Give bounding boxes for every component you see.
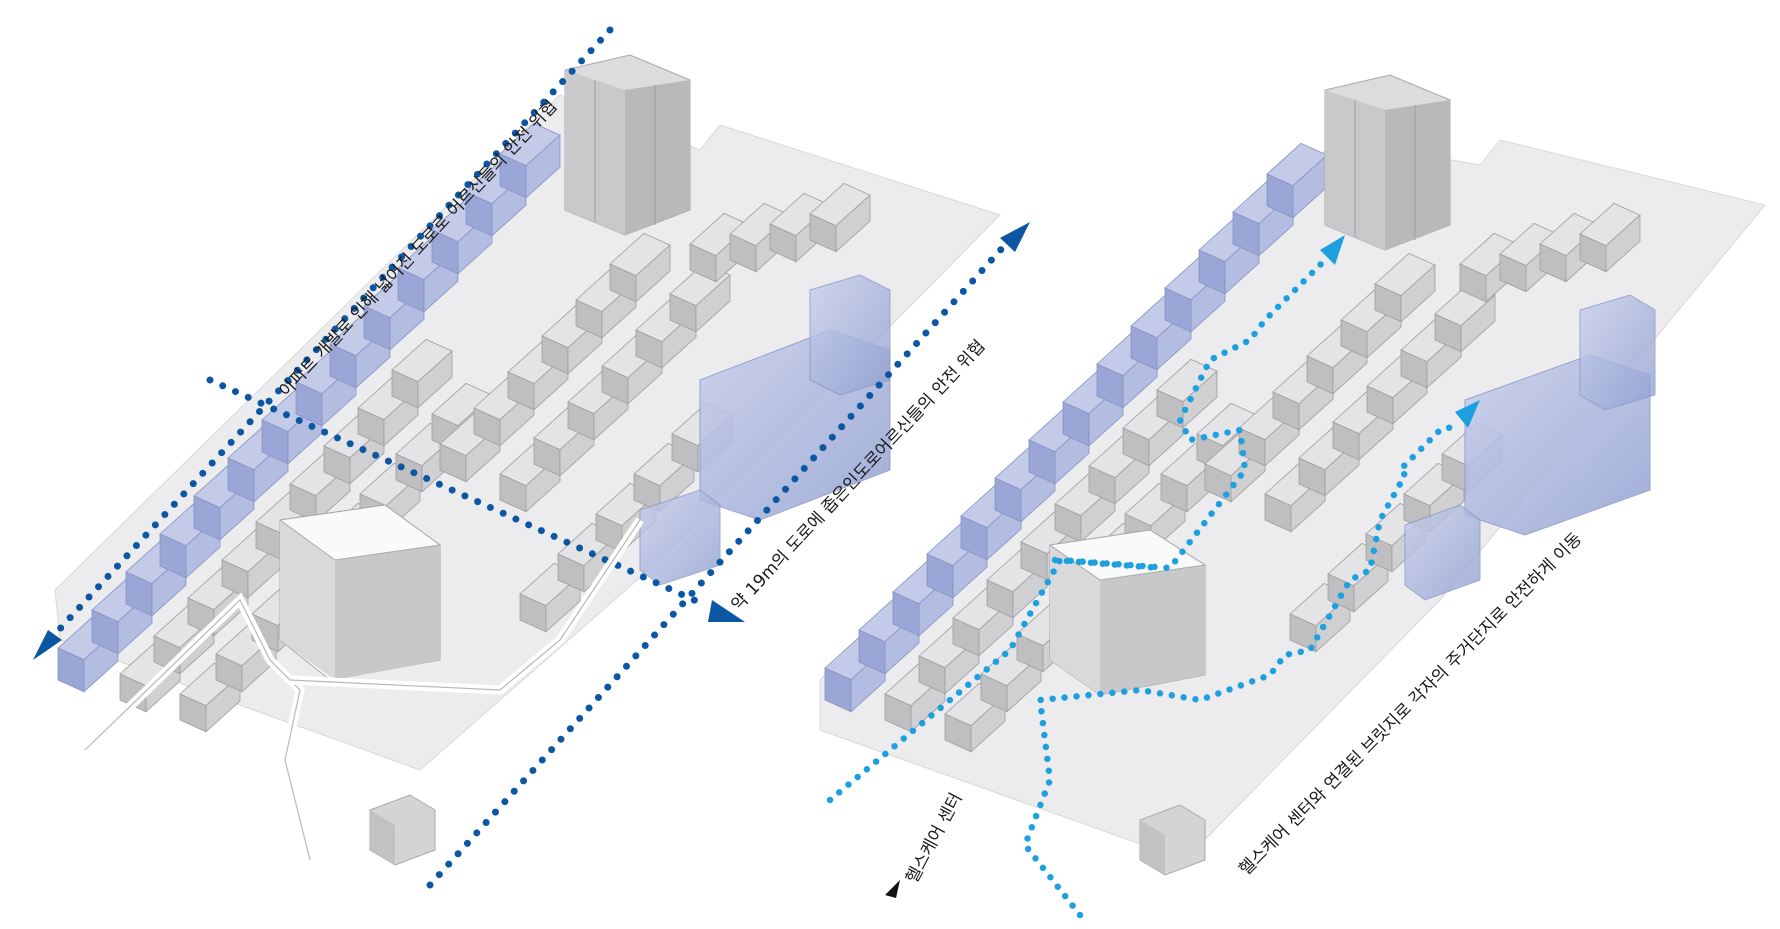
left-top-dotted-path [41,26,614,649]
building [1156,358,1218,429]
right-tower [1324,74,1451,251]
building [391,338,453,409]
highlight-building [499,122,561,199]
arrow-up-icon [1320,235,1345,265]
left-small-building [369,794,436,866]
right-small-building [1139,804,1206,876]
arrow-left-icon [33,630,62,660]
arrow-up-icon [1455,400,1480,428]
left-right-blue-buildings [639,274,891,586]
arrow-right-icon [708,600,745,622]
highlight-building [1266,142,1328,219]
building [609,232,671,303]
left-blue-building-row [57,122,561,693]
arrow-up-icon [1000,222,1030,252]
building [809,182,871,253]
route-a-dotted-path [826,256,1329,804]
route-b-dotted-path [1021,421,1464,919]
right-blue-building-row [824,142,1328,713]
right-large-block [1048,529,1207,696]
left-panel [33,26,1030,889]
left-right-dotted-path [426,241,1009,889]
left-large-block [278,504,442,681]
building [1374,252,1436,323]
building [1579,202,1641,273]
right-gray-buildings [884,202,1641,753]
triangle-marker-icon [885,880,900,898]
right-right-blue-buildings [1404,294,1656,601]
left-tower [564,54,691,236]
right-panel [819,74,1766,919]
